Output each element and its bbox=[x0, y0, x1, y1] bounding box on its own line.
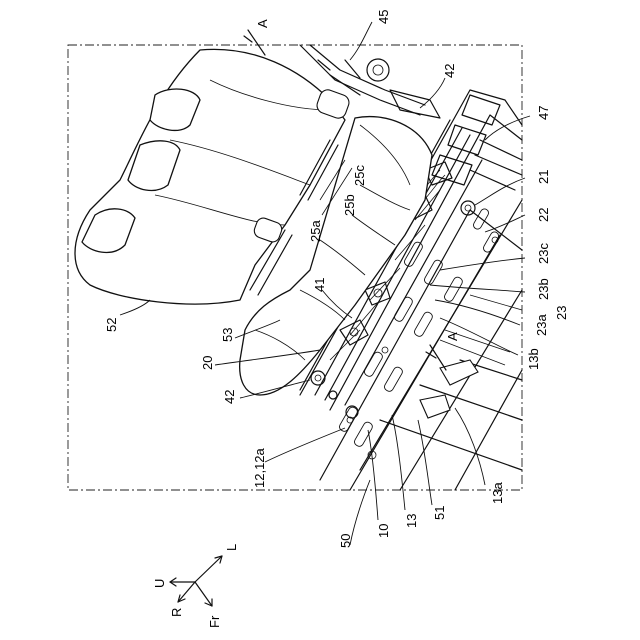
label-23: 23 bbox=[554, 306, 569, 320]
label-23a: 23a bbox=[534, 314, 549, 336]
label-25a: 25a bbox=[308, 220, 323, 242]
label-13: 13 bbox=[404, 514, 419, 528]
label-25c: 25c bbox=[352, 165, 367, 186]
label-20: 20 bbox=[200, 356, 215, 370]
label-22: 22 bbox=[536, 208, 551, 222]
rear-seat bbox=[75, 49, 351, 304]
label-51: 51 bbox=[432, 506, 447, 520]
label-53: 53 bbox=[220, 328, 235, 342]
label-A-bottom: A bbox=[445, 332, 460, 341]
axis-left-label: L bbox=[224, 544, 239, 551]
label-23c: 23c bbox=[536, 243, 551, 264]
label-A-top: A bbox=[255, 19, 270, 28]
label-50: 50 bbox=[338, 534, 353, 548]
label-45: 45 bbox=[376, 10, 391, 24]
label-23b: 23b bbox=[536, 278, 551, 300]
label-42-bottom: 42 bbox=[222, 390, 237, 404]
label-41: 41 bbox=[312, 278, 327, 292]
label-13b: 13b bbox=[526, 348, 541, 370]
label-10: 10 bbox=[376, 524, 391, 538]
label-13a: 13a bbox=[490, 482, 505, 504]
axis-right-label: R bbox=[169, 608, 184, 617]
label-21: 21 bbox=[536, 170, 551, 184]
axis-up-label: U bbox=[152, 579, 167, 588]
axis-front-label: Fr bbox=[207, 615, 222, 628]
label-12-12a: 12,12a bbox=[252, 447, 267, 488]
label-25b: 25b bbox=[342, 194, 357, 216]
label-42-top: 42 bbox=[442, 64, 457, 78]
label-52: 52 bbox=[104, 318, 119, 332]
direction-indicator: U L R Fr bbox=[152, 544, 239, 628]
label-47: 47 bbox=[536, 106, 551, 120]
